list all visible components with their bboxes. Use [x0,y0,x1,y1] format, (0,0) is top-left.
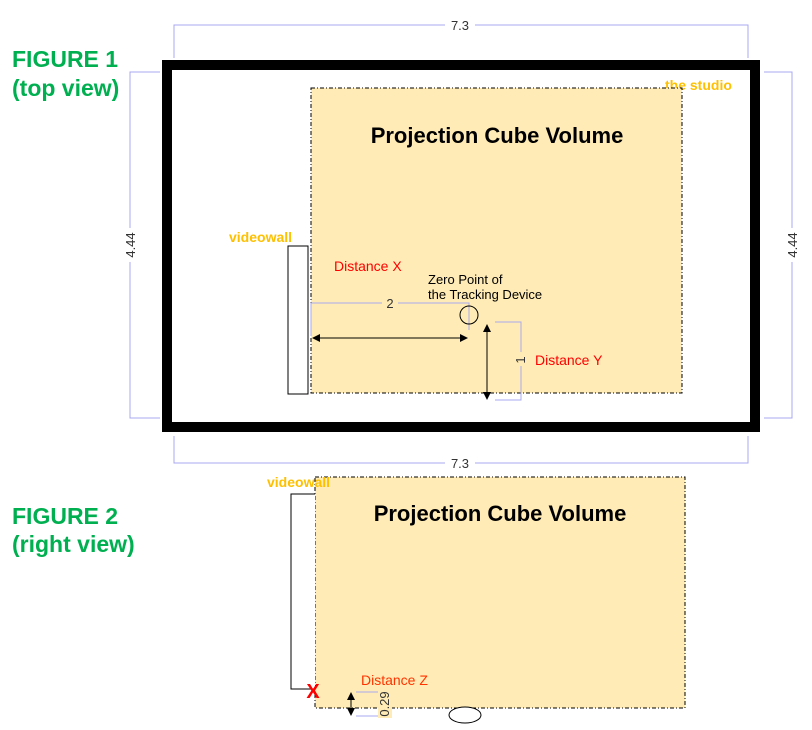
zero-point-marker [459,305,479,325]
projection-cube-side [314,476,686,709]
videowall-side [290,493,315,690]
videowall-label-top: videowall [229,229,292,245]
projection-cube-top [310,87,683,394]
studio-walls [162,60,760,432]
tracking-device-marker [448,706,482,724]
zero-point-label-line1: Zero Point of [428,272,503,287]
distance-z-label: Distance Z [361,672,428,688]
dim-x-value: 2 [386,296,393,311]
zero-point-label-line2: the Tracking Device [428,287,542,302]
dim-y-value: 1 [513,356,528,363]
figure1-label: FIGURE 1 [12,46,118,72]
dim-top-width: 7.3 [451,18,469,33]
dim-left-depth: 4.44 [123,232,138,257]
distance-y-label: Distance Y [535,352,603,368]
cube-title-top: Projection Cube Volume [371,123,624,148]
figure2-label: FIGURE 2 [12,503,118,529]
dim-z-value: 0.29 [377,691,392,716]
figure2-sublabel: (right view) [12,531,135,557]
cube-title-side: Projection Cube Volume [374,501,627,526]
videowall-bottom-marker: X [306,681,320,703]
dim-right-depth: 4.44 [785,232,800,257]
videowall-label-side: videowall [267,474,330,490]
distance-x-label: Distance X [334,258,402,274]
videowall-top [287,245,309,395]
dim-bottom-width: 7.3 [451,456,469,471]
figure1-sublabel: (top view) [12,75,119,101]
